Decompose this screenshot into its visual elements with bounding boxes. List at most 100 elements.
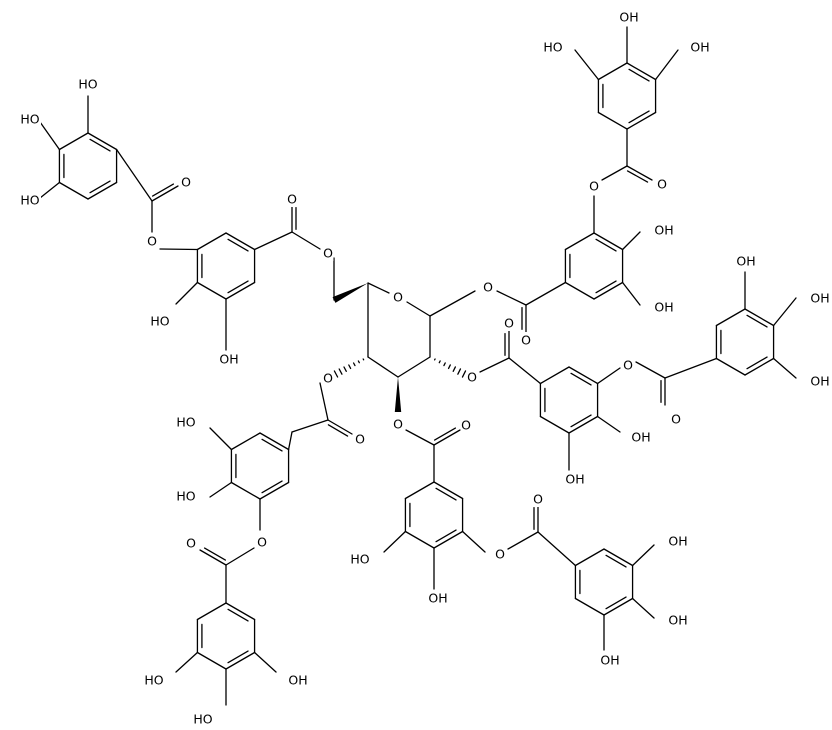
bond [664, 357, 718, 379]
ring-bond [603, 548, 634, 567]
atom-label-mask [77, 76, 99, 92]
ring-bond [715, 357, 746, 376]
atom-label-mask [520, 332, 532, 348]
hydroxyl-label: HO [543, 40, 562, 55]
ring-bond [196, 281, 227, 300]
aromatic-inner-bond [435, 487, 457, 501]
atom-label-mask [689, 39, 711, 55]
bond [601, 165, 628, 181]
bond [253, 231, 293, 251]
atom-label-mask [349, 551, 371, 567]
atom-label-mask [392, 289, 404, 305]
bond [383, 530, 407, 553]
bond [574, 49, 600, 81]
stereo-hash-bond [438, 360, 441, 364]
sugar-bond [397, 356, 431, 378]
ring-bond [230, 432, 261, 451]
hydroxyl-label: OH [690, 40, 709, 55]
aromatic-inner-bond [89, 138, 111, 152]
ring-bond [568, 415, 599, 434]
hydroxyl-label: OH [810, 291, 829, 306]
atom-label-mask [427, 590, 449, 606]
ring-bond [404, 530, 435, 549]
ring-bond [597, 111, 628, 130]
stereo-wedge-bond [394, 377, 402, 412]
ester-oxygen-label: O [467, 370, 477, 385]
atom-label-mask [392, 416, 404, 432]
stereo-hash-bond [443, 362, 446, 367]
aromatic-inner-bond [89, 180, 111, 194]
bond [327, 419, 353, 435]
stereo-hash-bond [338, 368, 343, 375]
hydroxyl-label: OH [219, 352, 238, 367]
bond [537, 531, 577, 567]
ester-oxygen-label: O [483, 280, 493, 295]
bond [291, 231, 321, 250]
hydroxyl-label: OH [288, 673, 307, 688]
sugar-bond [367, 282, 390, 294]
stereo-hash-bond [348, 364, 352, 370]
atom-label-mask [287, 672, 309, 688]
atom-label-mask [180, 174, 192, 190]
bond [115, 148, 153, 202]
ring-bond [58, 181, 89, 200]
atom-label-mask [322, 370, 334, 386]
bond [654, 49, 679, 81]
ring-bond [230, 481, 261, 500]
stereo-hash-bond [457, 368, 462, 375]
ring-bond [744, 308, 775, 327]
bond [175, 651, 199, 673]
ester-oxygen-label: O [323, 246, 333, 261]
carbonyl-oxygen-label: O [186, 536, 196, 551]
bond [525, 281, 567, 306]
bond [225, 547, 255, 566]
ring-bond [626, 62, 657, 81]
atom-label-mask [466, 369, 478, 385]
bond [596, 367, 621, 385]
carbonyl-oxygen-label: O [355, 432, 365, 447]
atom-label-mask [532, 491, 544, 507]
bond [461, 530, 486, 553]
atom-label-mask [809, 290, 831, 306]
atom-label-mask [588, 178, 600, 194]
bond [507, 531, 539, 550]
carbonyl-oxygen-label: O [533, 492, 543, 507]
ring-bond [593, 232, 624, 251]
double-bond-line [327, 424, 349, 437]
stereo-hash-bond [447, 364, 451, 370]
bond [496, 290, 527, 306]
carbonyl-oxygen-label: O [461, 418, 471, 433]
ring-bond [539, 415, 570, 434]
ring-bond [539, 366, 570, 385]
hydroxyl-label: OH [810, 374, 829, 389]
bond [596, 415, 621, 433]
aromatic-inner-bond [261, 438, 283, 452]
hydroxyl-label: HO [350, 552, 369, 567]
atom-label-mask [175, 414, 197, 430]
aromatic-inner-bond [570, 414, 592, 428]
atom-label-mask [286, 191, 298, 207]
aromatic-inner-bond [595, 280, 617, 294]
stereo-hash-bond [357, 360, 360, 364]
hydroxyl-label: OH [654, 300, 673, 315]
atom-label-mask [143, 672, 165, 688]
carbonyl-oxygen-label: O [287, 192, 297, 207]
atom-label-mask [175, 488, 197, 504]
ring-bond [433, 481, 464, 500]
hydroxyl-label: OH [619, 10, 638, 25]
atom-label-mask [599, 652, 621, 668]
bond [253, 651, 277, 673]
aromatic-inner-bond [746, 356, 768, 370]
stereo-hash-bond [452, 366, 457, 372]
ester-oxygen-label: O [257, 535, 267, 550]
bond [209, 481, 233, 498]
atom-label-mask [482, 279, 494, 295]
aromatic-inner-bond [261, 480, 283, 494]
aromatic-inner-bond [595, 238, 617, 252]
atom-label-mask [185, 535, 197, 551]
stereo-hash-bond [461, 370, 467, 378]
ring-bond [225, 281, 256, 300]
